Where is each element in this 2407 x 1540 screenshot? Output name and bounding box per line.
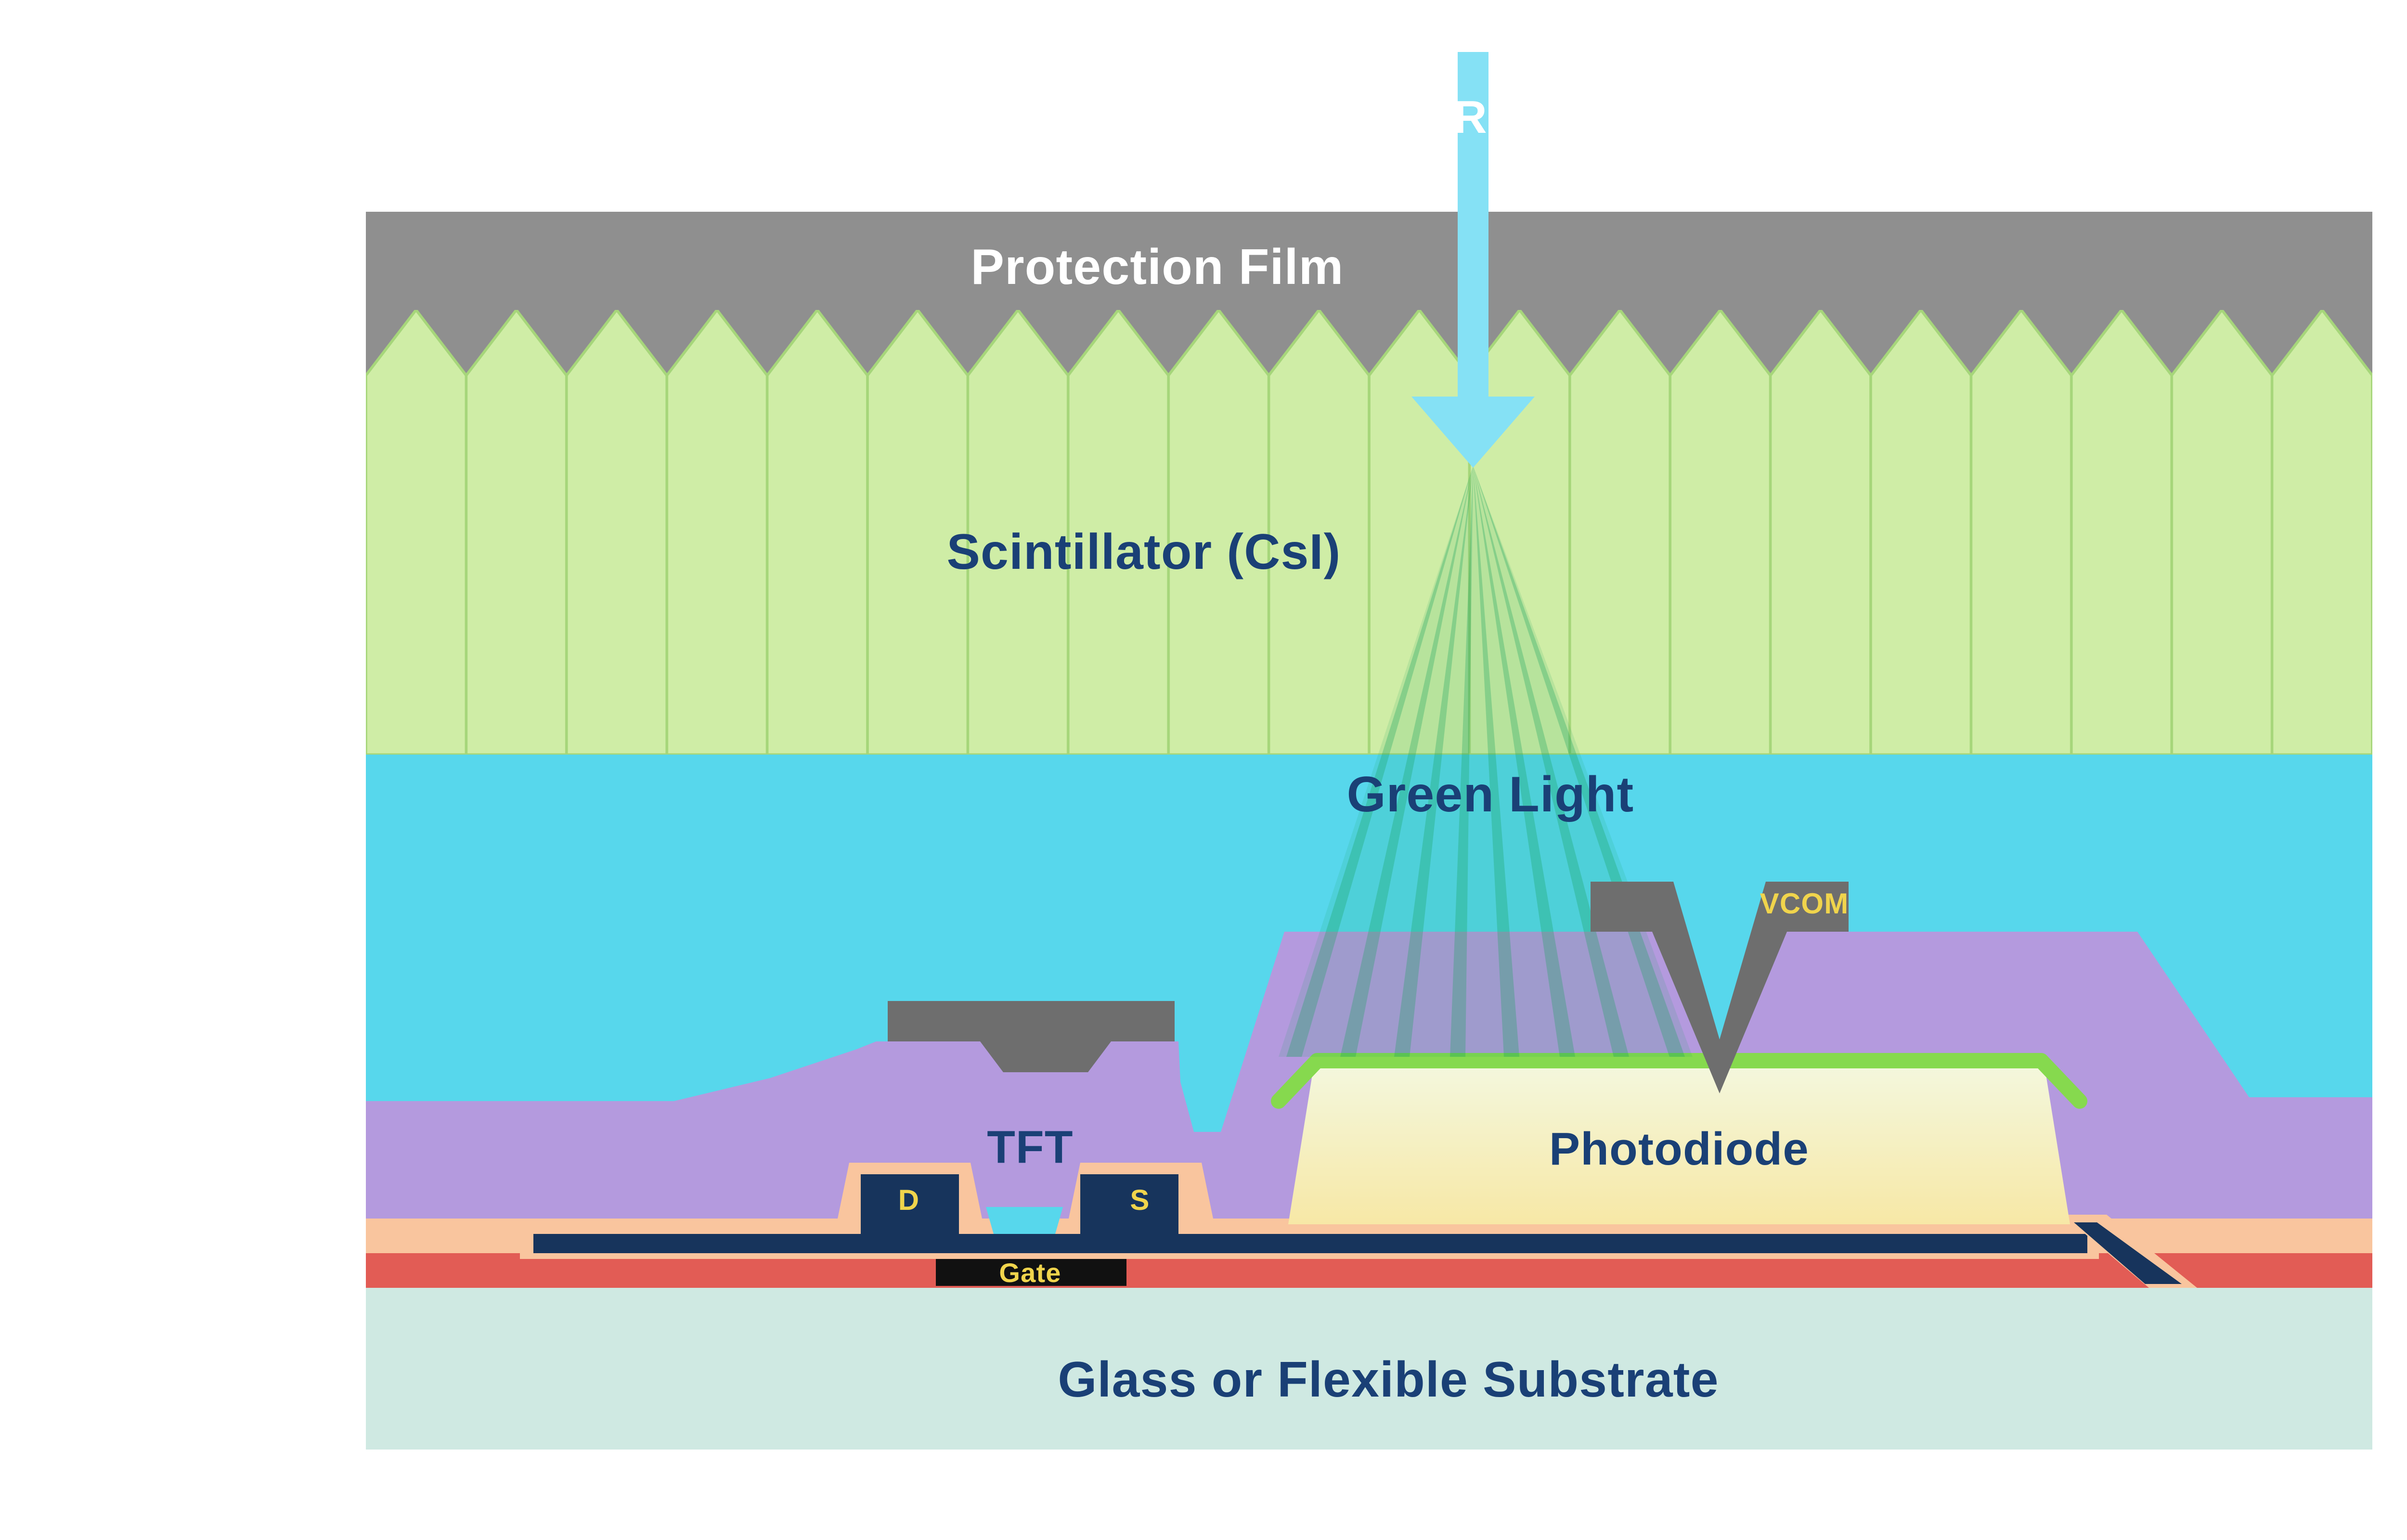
photodiode-body — [1288, 1057, 2070, 1224]
bias-contact — [888, 1001, 1175, 1072]
green-ray — [1473, 466, 1629, 1057]
green-ray — [1450, 466, 1473, 1057]
tft-drain — [861, 1174, 959, 1234]
right-via-metal — [2074, 1222, 2182, 1284]
metal-line — [533, 1234, 2087, 1253]
vcom-label: VCOM — [1760, 888, 1849, 921]
green-ray — [1394, 466, 1473, 1057]
substrate-label: Glass or Flexible Substrate — [1058, 1350, 1719, 1408]
green-ray — [1473, 466, 1519, 1057]
green-ray — [1473, 466, 1575, 1057]
green-ray — [1340, 466, 1473, 1057]
xray-label: X-Ray — [1406, 92, 1540, 144]
green-ray — [1286, 466, 1473, 1057]
drain-label: D — [898, 1185, 920, 1218]
gate-electrode — [936, 1259, 1126, 1286]
xray-arrow — [1411, 52, 1535, 468]
gate-label: Gate — [999, 1257, 1061, 1288]
protection-film-label: Protection Film — [971, 238, 1344, 295]
xray-arrow-head — [1411, 397, 1535, 468]
green-light-label: Green Light — [1346, 765, 1634, 823]
scintillator-layer — [366, 310, 2372, 755]
vcom-contact — [1591, 882, 1849, 1093]
green-light-cone — [1279, 466, 1693, 1057]
green-light-rays — [1279, 466, 1693, 1057]
tft-source — [1080, 1174, 1178, 1234]
source-label: S — [1130, 1185, 1150, 1218]
substrate-layer — [366, 1288, 2372, 1450]
xray-arrow-shaft — [1458, 52, 1488, 400]
photodiode-top-electrode — [1271, 1053, 2087, 1109]
scintillator-label: Scintillator (CsI) — [946, 523, 1341, 580]
tft-label: TFT — [987, 1122, 1074, 1174]
photodiode-label: Photodiode — [1549, 1124, 1809, 1176]
